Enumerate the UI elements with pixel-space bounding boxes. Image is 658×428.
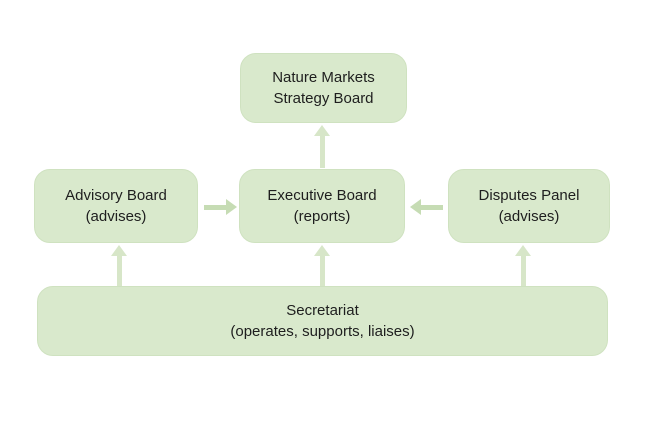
arrow-shaft — [520, 254, 526, 286]
arrow-advisory-to-executive-icon — [204, 199, 237, 215]
arrow-shaft — [419, 204, 443, 210]
arrow-head — [314, 125, 330, 136]
node-line-1: Executive Board — [267, 187, 377, 204]
node-line-2: (reports) — [293, 208, 351, 225]
node-nature-markets-strategy-board: Nature Markets Strategy Board — [240, 53, 407, 123]
arrow-head — [410, 199, 421, 215]
arrow-disputes-to-executive-icon — [410, 199, 443, 215]
node-line-2: (advises) — [498, 208, 560, 225]
node-line-2: Strategy Board — [273, 90, 374, 107]
arrow-secretariat-to-executive-icon — [314, 245, 330, 286]
node-line-2: (advises) — [85, 208, 147, 225]
node-secretariat: Secretariat (operates, supports, liaises… — [37, 286, 608, 356]
node-disputes-panel: Disputes Panel (advises) — [448, 169, 610, 243]
node-line-2: (operates, supports, liaises) — [230, 323, 415, 340]
arrow-shaft — [204, 204, 228, 210]
arrow-shaft — [116, 254, 122, 286]
node-executive-board: Executive Board (reports) — [239, 169, 405, 243]
node-line-1: Nature Markets — [272, 69, 375, 86]
node-line-1: Advisory Board — [65, 187, 167, 204]
arrow-head — [515, 245, 531, 256]
arrow-secretariat-to-advisory-icon — [111, 245, 127, 286]
node-advisory-board: Advisory Board (advises) — [34, 169, 198, 243]
arrow-head — [226, 199, 237, 215]
node-line-1: Disputes Panel — [478, 187, 580, 204]
arrow-head — [111, 245, 127, 256]
arrow-shaft — [319, 134, 325, 168]
arrow-shaft — [319, 254, 325, 286]
arrow-secretariat-to-disputes-icon — [515, 245, 531, 286]
arrow-head — [314, 245, 330, 256]
node-line-1: Secretariat — [286, 302, 359, 319]
arrow-executive-to-strategy-icon — [314, 125, 330, 168]
